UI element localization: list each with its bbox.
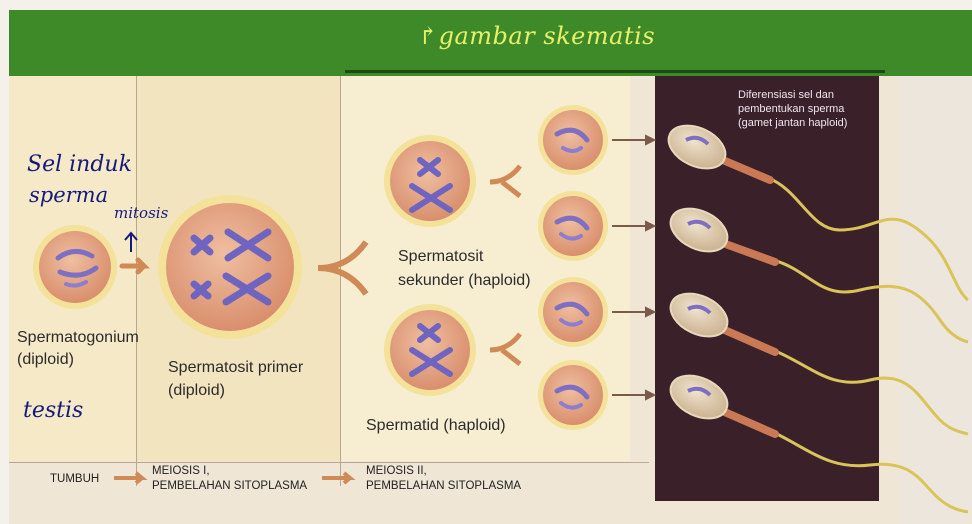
label-spermatid: Spermatid (haploid) — [366, 416, 506, 436]
label-spermatosit-primer-ploidy: (diploid) — [168, 381, 225, 401]
label-spermatogonium-ploidy: (diploid) — [17, 350, 74, 370]
spermatosit-primer-cell — [158, 195, 302, 339]
spermatosit-sekunder-top — [384, 135, 476, 227]
note-sperma: sperma — [29, 183, 108, 207]
spermatogonium-cell — [33, 225, 117, 309]
spermatid-cells — [538, 105, 608, 430]
label-spermatosit-sekunder: Spermatosit — [398, 247, 483, 267]
label-spermatogonium: Spermatogonium — [17, 328, 139, 348]
note-sel-induk: Sel induk — [27, 152, 132, 177]
stage-meiosis2-a: MEIOSIS II, — [366, 464, 427, 478]
stage-arrow-2 — [322, 473, 350, 483]
sperm-cells — [662, 117, 968, 512]
stage-meiosis2-b: PEMBELAHAN SITOPLASMA — [366, 479, 521, 493]
spermatosit-sekunder-bottom — [384, 304, 476, 396]
note-mitosis: mitosis — [114, 204, 168, 222]
arrows-to-sperm — [612, 136, 654, 399]
arrow-split-3 — [490, 334, 520, 364]
arrow-split-2 — [490, 166, 520, 196]
label-spermatosit-sekunder-2: sekunder (haploid) — [398, 271, 531, 291]
stage-meiosis1-b: PEMBELAHAN SITOPLASMA — [152, 479, 307, 493]
label-spermatosit-primer: Spermatosit primer — [168, 358, 303, 378]
stage-tumbuh: TUMBUH — [50, 472, 99, 486]
arrow-1 — [122, 260, 144, 272]
stage-meiosis1-a: MEIOSIS I, — [152, 464, 210, 478]
stage-arrow-1 — [114, 473, 142, 483]
mitosis-arrow — [125, 233, 137, 252]
arrow-split-1 — [318, 242, 366, 294]
note-testis: testis — [23, 398, 83, 423]
label-diferensiasi: Diferensiasi sel dan pembentukan sperma … — [738, 88, 868, 130]
